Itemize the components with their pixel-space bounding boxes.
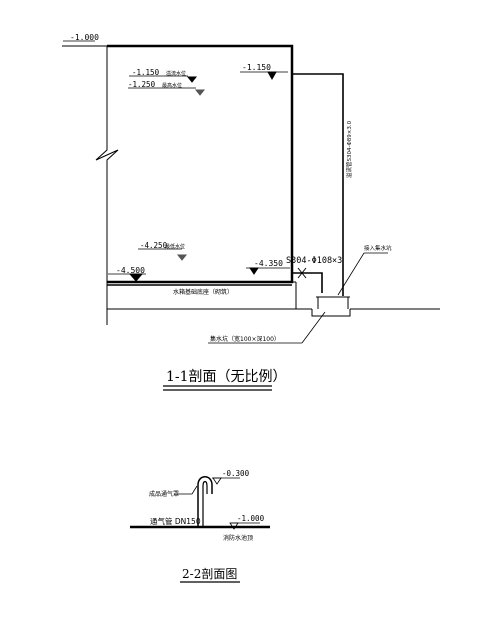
level-roof-inner: -1.150 — [242, 63, 271, 72]
left-outer-wall — [95, 46, 119, 325]
drain-valve — [297, 267, 307, 279]
leader-vent-cap — [178, 485, 198, 495]
tag-water-normal: 最高水位 — [162, 82, 182, 89]
leader-to-well — [337, 252, 365, 296]
note-drain-pipe: S304-Φ108×3 — [286, 256, 342, 266]
section-1-1 — [62, 40, 440, 391]
level-inner-mark — [267, 71, 277, 81]
level-water-low: -4.250 — [140, 241, 168, 250]
tag-water-low: 最低水位 — [165, 243, 185, 250]
sump-pit — [316, 296, 350, 309]
leader-sump — [301, 311, 326, 344]
vent-pipe — [197, 476, 213, 527]
sump-bottom — [311, 309, 351, 317]
note-sump: 集水坑（宽100×深100） — [210, 335, 280, 343]
overflow-pipe — [292, 73, 344, 296]
level-2-top: -0.300 — [222, 469, 250, 478]
section-1-title: 1-1剖面（无比例） — [166, 369, 287, 385]
note-vertical-pipe: 溢流管S304-Φ89×3.0 — [345, 120, 353, 178]
tank-outline — [107, 44, 294, 284]
water-mark-overflow — [186, 76, 198, 83]
section-2-2 — [130, 476, 270, 583]
level-ground-mark — [229, 522, 239, 530]
note-vent-pipe: 通气管 DN150 — [150, 516, 201, 526]
level-top-left: -1.000 — [70, 33, 99, 42]
water-mark-low — [176, 254, 188, 261]
section-2-title: 2-2剖面图 — [182, 567, 237, 581]
water-mark-high — [194, 89, 206, 96]
note-vent-cap: 成品通气罩 — [149, 490, 179, 498]
level-2-ground: -1.000 — [237, 514, 265, 523]
level-4350-mark — [249, 267, 259, 275]
level-floor-left: -4.500 — [116, 266, 145, 275]
level-water-high: -1.150 — [132, 68, 160, 77]
note-to-well: 接入集水坑 — [364, 244, 392, 252]
level-floor-right: -4.350 — [254, 259, 283, 268]
note-base: 水箱基础底座（砌筑） — [173, 288, 233, 296]
level-water-normal: -1.250 — [128, 80, 156, 89]
tag-water-high: 溢流水位 — [166, 70, 186, 77]
level-top-mark — [212, 477, 222, 485]
level-4500-mark — [128, 273, 144, 282]
vent-pipe-inner — [202, 480, 208, 527]
note-pool-top: 消防水池顶 — [223, 534, 253, 542]
